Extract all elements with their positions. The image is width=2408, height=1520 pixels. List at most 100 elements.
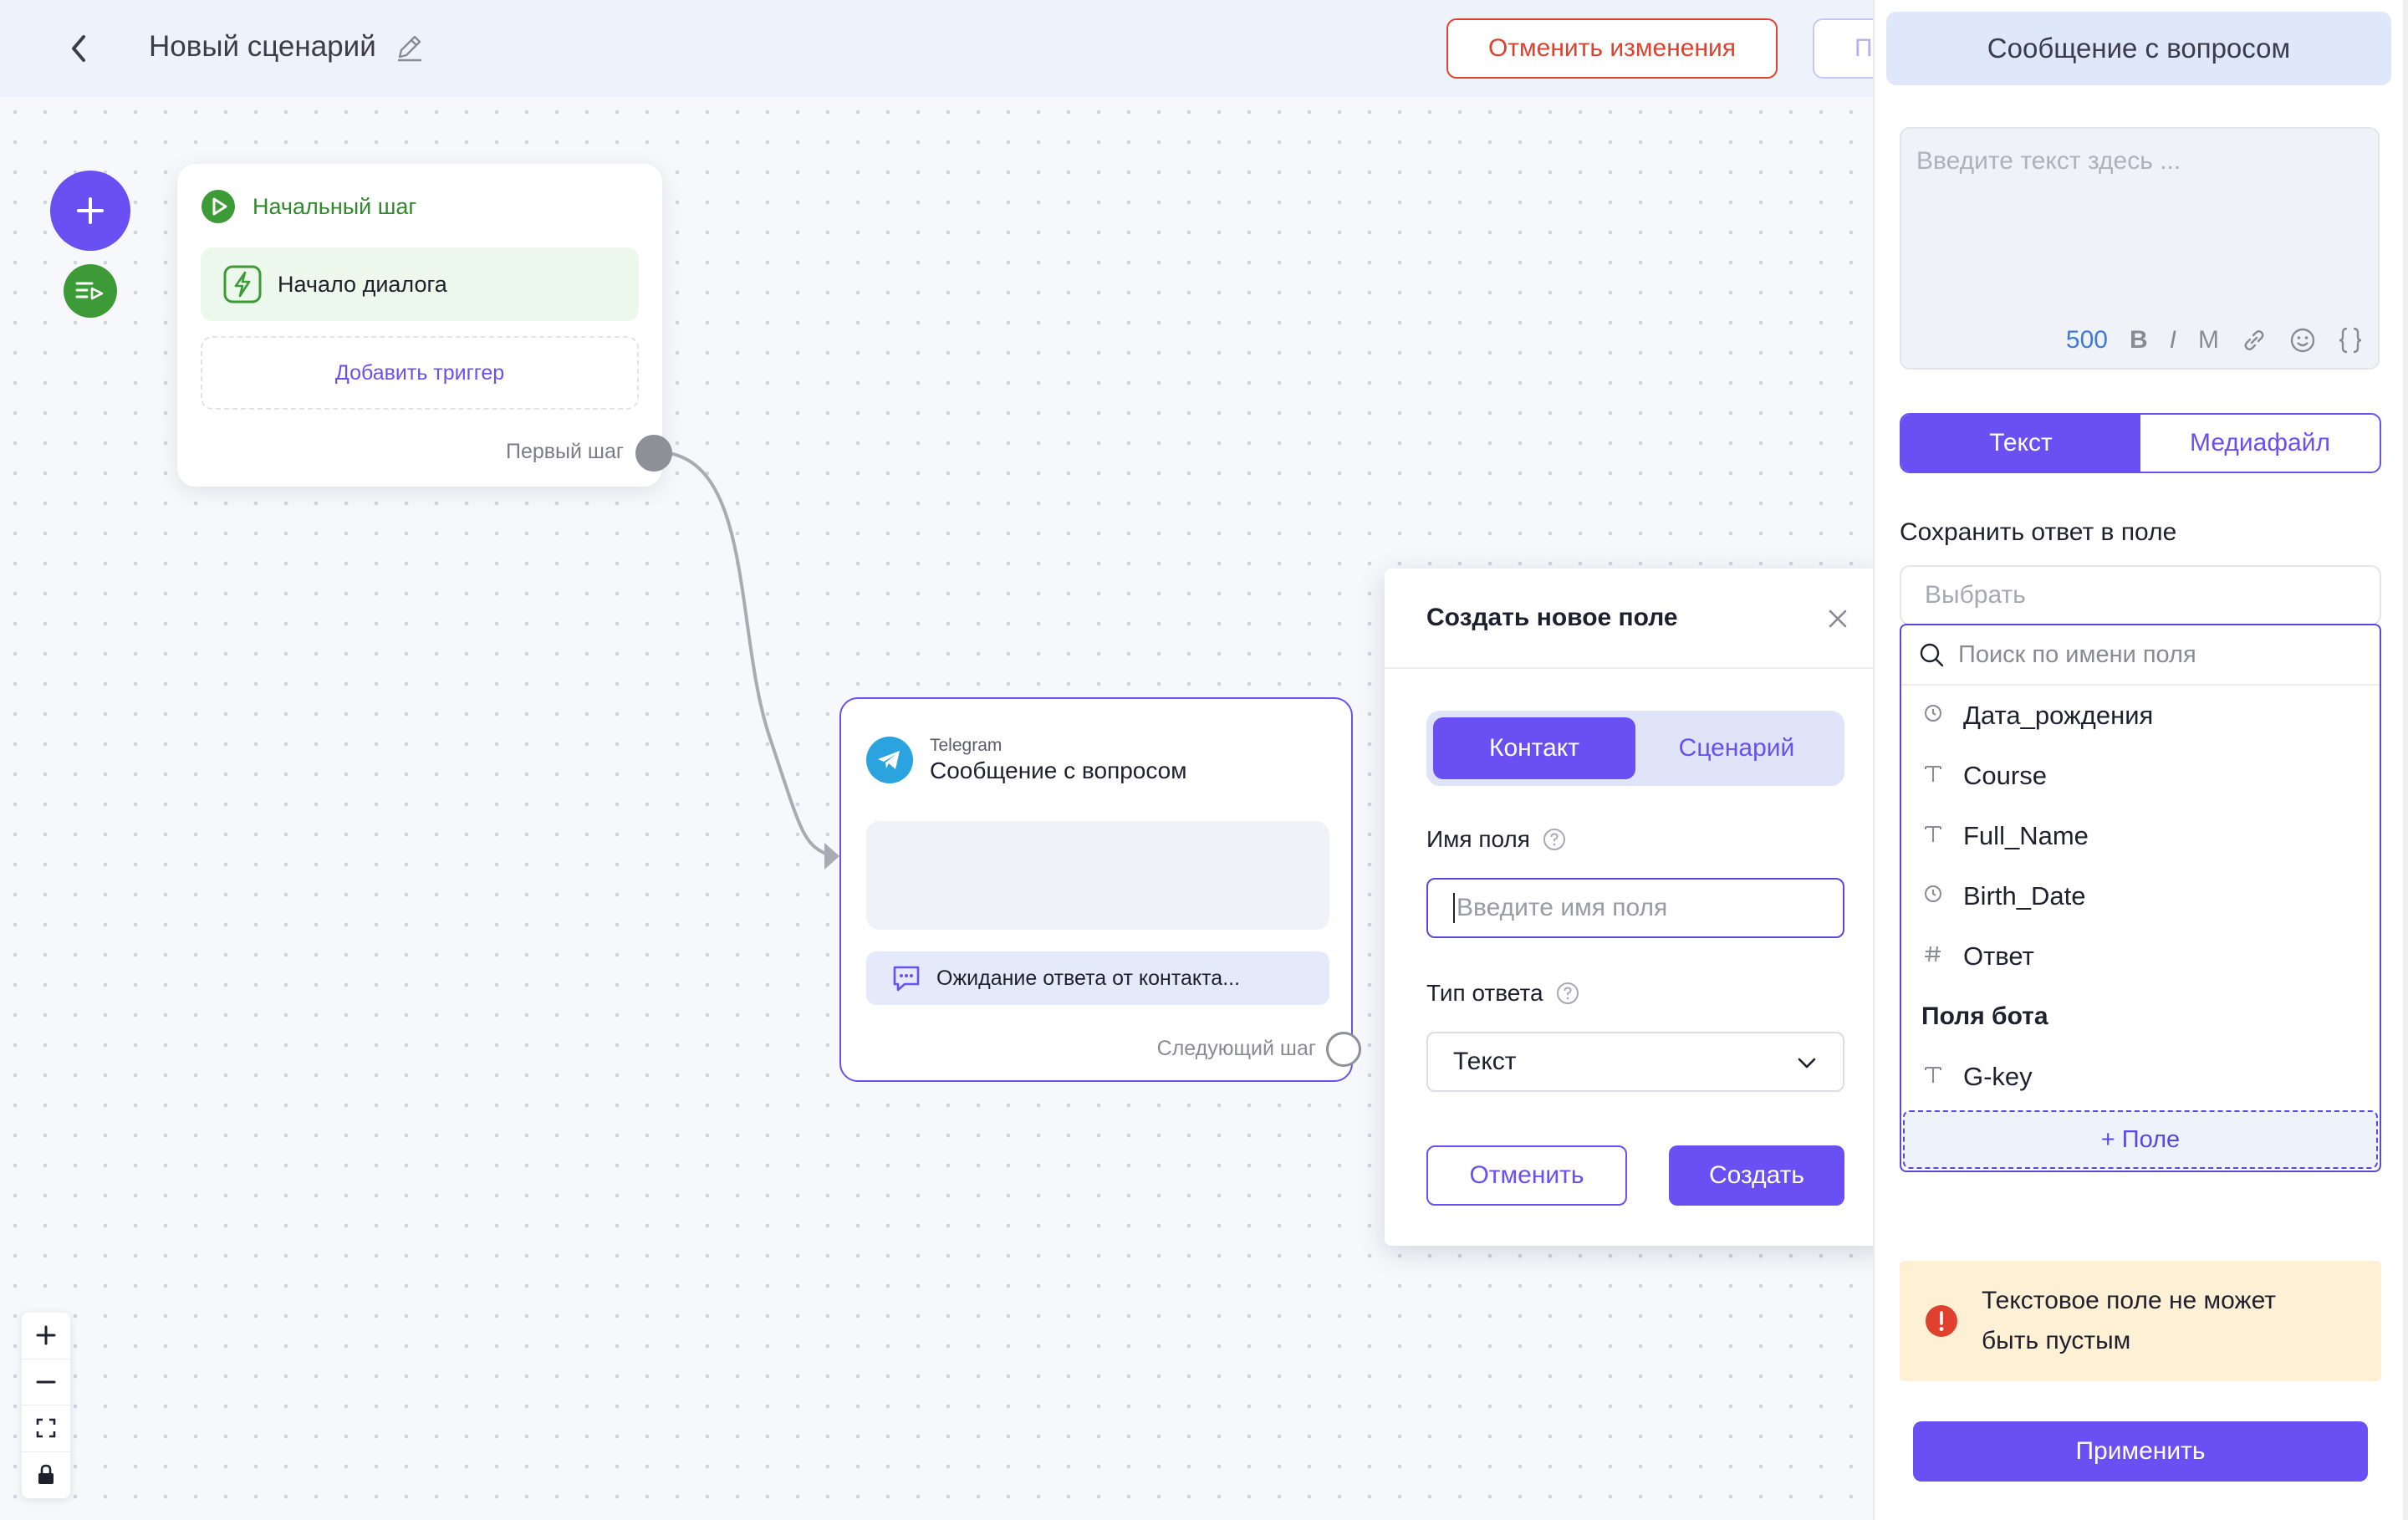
chevron-left-icon	[72, 35, 85, 62]
validation-alert-text: Текстовое поле не может быть пустым	[1982, 1287, 2277, 1354]
bot-fields-group-header: Поля бота	[1921, 1002, 2048, 1030]
italic-button[interactable]: I	[2169, 326, 2176, 354]
create-field-popover: Создать новое поле Контакт Сценарий Имя …	[1385, 569, 1886, 1246]
field-option[interactable]: Дата_рождения	[1901, 686, 2380, 746]
answer-type-label-row: Тип ответа	[1426, 980, 1580, 1007]
window-edge	[2403, 0, 2408, 1520]
message-node-header: Telegram Сообщение с вопросом	[866, 736, 1187, 784]
play-circle-icon	[202, 190, 235, 223]
message-body-preview	[866, 821, 1329, 930]
message-node-name: Сообщение с вопросом	[930, 757, 1187, 783]
apply-button[interactable]: Применить	[1913, 1421, 2368, 1482]
start-node-header: Начальный шаг	[201, 189, 416, 224]
steps-list-button[interactable]	[64, 264, 117, 318]
list-play-icon	[75, 282, 104, 300]
tab-scenario[interactable]: Сценарий	[1678, 734, 1795, 762]
trigger-item[interactable]: Начало диалога	[201, 247, 639, 321]
message-node[interactable]: Telegram Сообщение с вопросом Ожидание о…	[839, 697, 1353, 1082]
field-search-placeholder: Поиск по имени поля	[1958, 640, 2196, 668]
bold-button[interactable]: B	[2129, 326, 2148, 354]
fit-view-button[interactable]	[22, 1405, 70, 1452]
popover-divider	[1385, 667, 1886, 669]
popover-title: Создать новое поле	[1426, 604, 1678, 631]
field-dropdown: Поиск по имени поля Дата_рождения Course…	[1900, 624, 2381, 1172]
tab-contact[interactable]: Контакт	[1433, 717, 1635, 779]
char-counter: 500	[2065, 326, 2108, 354]
panel-title: Сообщение с вопросом	[1886, 12, 2391, 85]
search-icon	[1920, 643, 1944, 667]
waiting-reply-row: Ожидание ответа от контакта...	[866, 951, 1329, 1005]
answer-type-select[interactable]: Текст	[1426, 1032, 1844, 1092]
clock-icon	[1921, 884, 1945, 910]
field-name-label-row: Имя поля	[1426, 826, 1567, 853]
field-option[interactable]: Full_Name	[1901, 806, 2380, 866]
trigger-label: Начало диалога	[278, 271, 447, 297]
answer-type-label: Тип ответа	[1426, 980, 1543, 1006]
field-option[interactable]: G-key	[1901, 1047, 2380, 1107]
field-scope-switch: Контакт Сценарий	[1426, 711, 1844, 786]
save-answer-label: Сохранить ответ в поле	[1900, 518, 2177, 546]
field-option-label: Full_Name	[1963, 821, 2089, 850]
field-name-placeholder: Введите имя поля	[1457, 894, 1668, 921]
validation-alert: Текстовое поле не может быть пустым	[1900, 1261, 2381, 1381]
link-icon[interactable]	[2241, 327, 2268, 354]
format-toolbar: 500 B I M	[2066, 326, 2363, 354]
tab-media[interactable]: Медиафайл	[2190, 429, 2330, 457]
create-button[interactable]: Создать	[1669, 1145, 1844, 1206]
help-icon[interactable]	[1555, 981, 1580, 1006]
start-node-title: Начальный шаг	[253, 193, 417, 219]
cancel-changes-button[interactable]: Отменить изменения	[1446, 18, 1778, 79]
field-search-input[interactable]: Поиск по имени поля	[1901, 625, 2380, 686]
telegram-icon	[866, 737, 913, 783]
close-icon[interactable]	[1821, 602, 1854, 635]
emoji-icon[interactable]	[2289, 327, 2316, 354]
field-option-label: Course	[1963, 761, 2047, 790]
message-text-input[interactable]: Введите текст здесь ... 500 B I M	[1900, 127, 2380, 370]
tab-text[interactable]: Текст	[1901, 415, 2140, 472]
message-node-output-port[interactable]	[1326, 1032, 1361, 1067]
field-option-label: Ответ	[1963, 941, 2034, 971]
top-bar: Новый сценарий Отменить изменения П	[0, 0, 1880, 97]
plus-icon	[36, 1325, 56, 1345]
field-option-label: Дата_рождения	[1963, 701, 2154, 730]
add-field-button[interactable]: + Поле	[1903, 1110, 2378, 1169]
answer-type-value: Текст	[1453, 1048, 1517, 1075]
message-node-platform: Telegram	[930, 736, 1002, 755]
zoom-out-button[interactable]	[22, 1359, 70, 1405]
start-node-output-port[interactable]	[635, 435, 672, 472]
scenario-title: Новый сценарий	[149, 30, 376, 63]
lock-icon	[38, 1464, 54, 1485]
monospace-button[interactable]: M	[2198, 326, 2219, 354]
add-trigger-button[interactable]: Добавить триггер	[201, 336, 639, 410]
add-step-button[interactable]	[50, 171, 130, 251]
field-option[interactable]: Birth_Date	[1901, 866, 2380, 926]
clock-icon	[1921, 703, 1945, 729]
lock-button[interactable]	[22, 1452, 70, 1499]
back-button[interactable]	[59, 28, 99, 69]
save-field-select[interactable]: Выбрать	[1900, 565, 2381, 625]
chevron-down-icon	[1798, 1058, 1816, 1069]
text-type-icon	[1921, 763, 1945, 790]
edit-title-icon[interactable]	[393, 32, 426, 65]
cancel-button[interactable]: Отменить	[1426, 1145, 1627, 1206]
zoom-in-button[interactable]	[22, 1313, 70, 1359]
content-type-switch: Текст Медиафайл	[1900, 413, 2381, 473]
field-option-label: G-key	[1963, 1062, 2033, 1091]
minus-icon	[36, 1380, 56, 1384]
first-step-label: Первый шаг	[505, 440, 624, 463]
message-text-placeholder: Введите текст здесь ...	[1916, 147, 2181, 175]
field-option[interactable]: Ответ	[1901, 926, 2380, 987]
text-caret	[1453, 893, 1455, 923]
field-option[interactable]: Course	[1901, 746, 2380, 806]
plus-icon	[77, 197, 104, 224]
error-icon	[1926, 1305, 1957, 1337]
lightning-icon	[223, 265, 262, 303]
publish-button[interactable]: П	[1813, 18, 1880, 79]
help-icon[interactable]	[1542, 827, 1567, 852]
field-name-input[interactable]: Введите имя поля	[1426, 878, 1844, 938]
next-step-label: Следующий шаг	[1156, 1037, 1316, 1060]
step-settings-panel: Сообщение с вопросом Введите текст здесь…	[1873, 0, 2408, 1520]
hash-icon	[1921, 944, 1945, 970]
start-node[interactable]: Начальный шаг Начало диалога Добавить тр…	[177, 164, 662, 487]
variable-braces-icon[interactable]	[2338, 326, 2363, 354]
